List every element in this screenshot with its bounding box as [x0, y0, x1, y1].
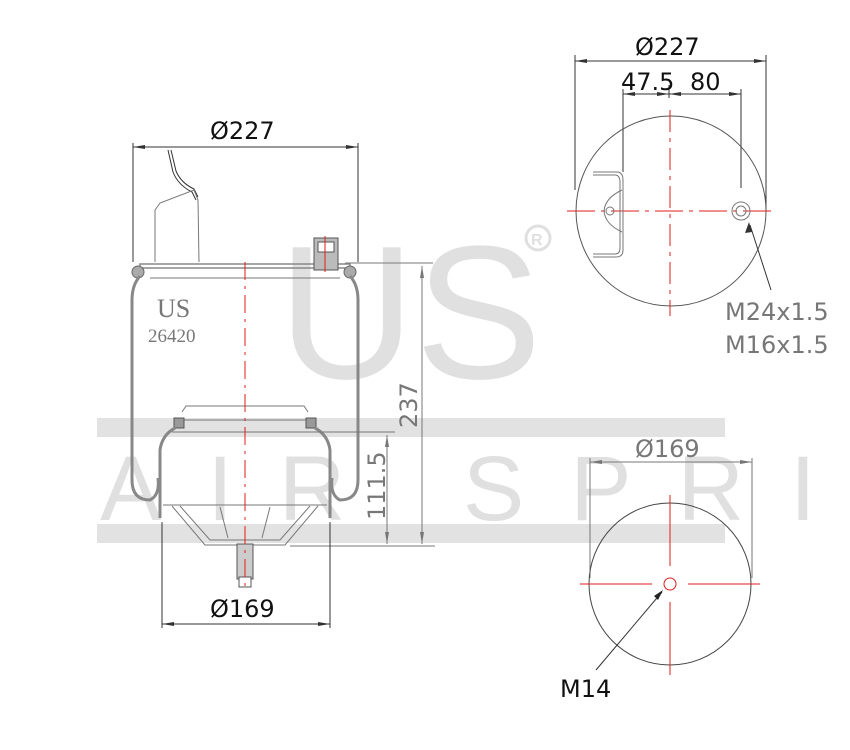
registered-mark-icon [524, 224, 552, 252]
side-view: Ø227 US [130, 117, 435, 628]
svg-text:R: R [531, 232, 543, 249]
side-label-brand: US [157, 294, 190, 323]
top-thread-1: M24x1.5 [725, 298, 829, 326]
top-offset-right: 80 [690, 68, 721, 96]
bottom-thread: M14 [560, 675, 611, 703]
top-view: Ø227 47.5 80 M24x1.5 M16x1.5 [567, 33, 829, 359]
top-diameter: Ø227 [635, 33, 700, 61]
side-top-diameter: Ø227 [210, 117, 275, 145]
top-thread-2: M16x1.5 [725, 331, 829, 359]
bottom-view: Ø169 M14 [560, 435, 760, 703]
bottom-diameter: Ø169 [635, 435, 700, 463]
watermark: US R AIR SPRING [97, 207, 850, 543]
top-offset-left: 47.5 [621, 68, 674, 96]
watermark-bar-bottom [97, 524, 725, 543]
watermark-tagline: AIR SPRING [100, 438, 850, 540]
side-bottom-diameter: Ø169 [210, 595, 275, 623]
side-height-piston: 111.5 [363, 451, 391, 520]
side-label-part-number: 26420 [148, 326, 196, 347]
side-height-total: 237 [395, 382, 423, 428]
